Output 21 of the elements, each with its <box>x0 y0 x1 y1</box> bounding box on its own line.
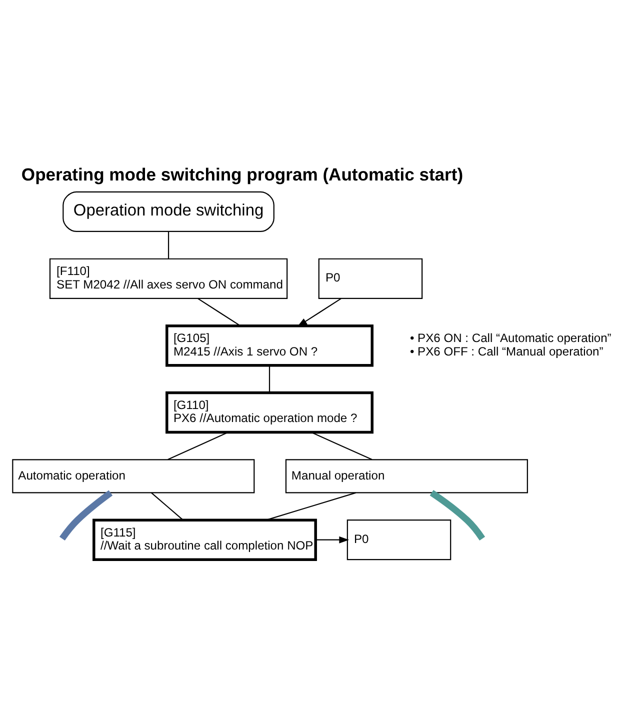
node-box: [G115] //Wait a subroutine call completion NOP <box>92 518 317 561</box>
connector <box>311 432 372 460</box>
connector <box>268 365 270 393</box>
connector <box>59 490 113 541</box>
connector <box>168 432 228 460</box>
node-box: [G105] M2415 //Axis 1 servo ON ? <box>166 324 374 367</box>
connector <box>168 232 170 259</box>
node-box: [G110] PX6 //Automatic operation mode ? <box>166 391 374 434</box>
connector <box>197 298 241 326</box>
label: • PX6 OFF : Call “Manual operation” <box>410 344 604 358</box>
diagram-title: Operating mode switching program (Automatic start) <box>21 164 464 185</box>
connector <box>151 492 184 520</box>
node-box: [F110] SET M2042 //All axes servo ON command <box>49 258 288 299</box>
node-box: P0 <box>346 520 452 560</box>
node-box: P0 <box>318 258 423 299</box>
connector <box>266 492 356 521</box>
arrow <box>297 298 342 327</box>
label: • PX6 ON : Call “Automatic operation” <box>410 331 612 346</box>
arrow <box>316 536 350 544</box>
connector <box>430 490 486 540</box>
node-box: Operation mode switching <box>62 191 274 232</box>
